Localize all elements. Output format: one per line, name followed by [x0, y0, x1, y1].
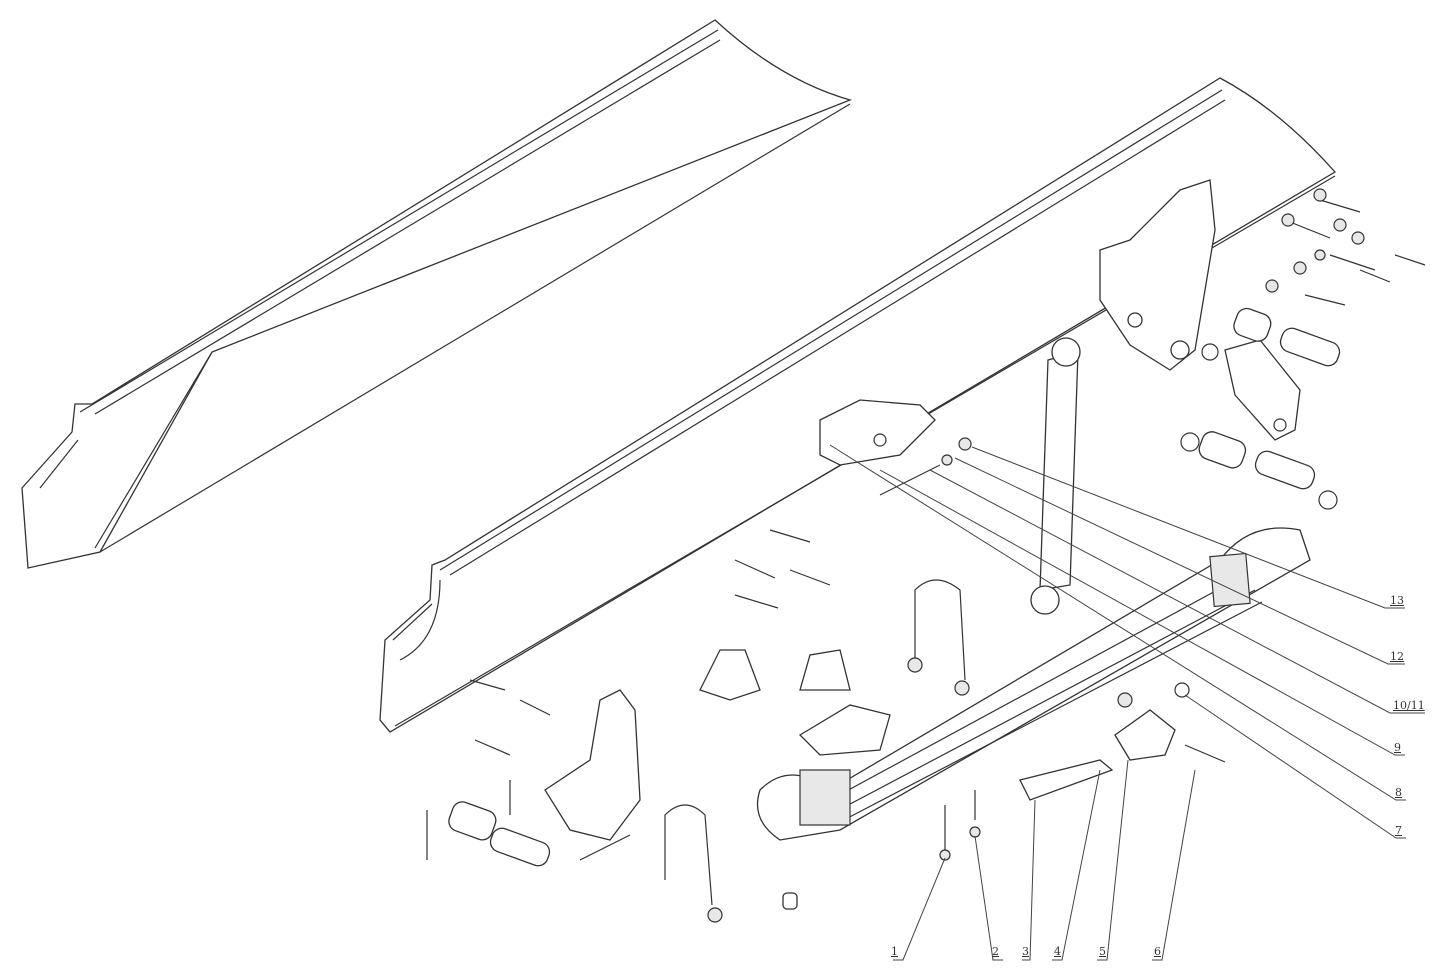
- spring-seat-parts: [699, 529, 970, 756]
- frame-rail-left: [21, 19, 853, 569]
- callout-4: 4: [1054, 945, 1061, 958]
- shock-absorber: [1030, 337, 1081, 615]
- leader-lines: [829, 444, 1425, 961]
- callout-6: 6: [1154, 945, 1161, 958]
- callout-8: 8: [1395, 786, 1402, 799]
- callout-10-11: 10/11: [1393, 699, 1425, 712]
- callout-5: 5: [1099, 945, 1106, 958]
- rear-hanger-bracket: [1099, 179, 1216, 371]
- front-hanger-bracket: [426, 679, 798, 923]
- callout-3: 3: [1022, 945, 1029, 958]
- callout-2: 2: [992, 945, 999, 958]
- callout-7: 7: [1395, 824, 1402, 837]
- callout-12: 12: [1390, 650, 1404, 663]
- front-mount-bracket: [819, 399, 972, 496]
- bolts-upper-right: [1265, 188, 1426, 306]
- callout-13: 13: [1390, 594, 1404, 607]
- callout-9: 9: [1394, 741, 1401, 754]
- callout-1: 1: [891, 945, 898, 958]
- spring-eye-parts: [939, 682, 1226, 861]
- shackle: [1180, 307, 1341, 510]
